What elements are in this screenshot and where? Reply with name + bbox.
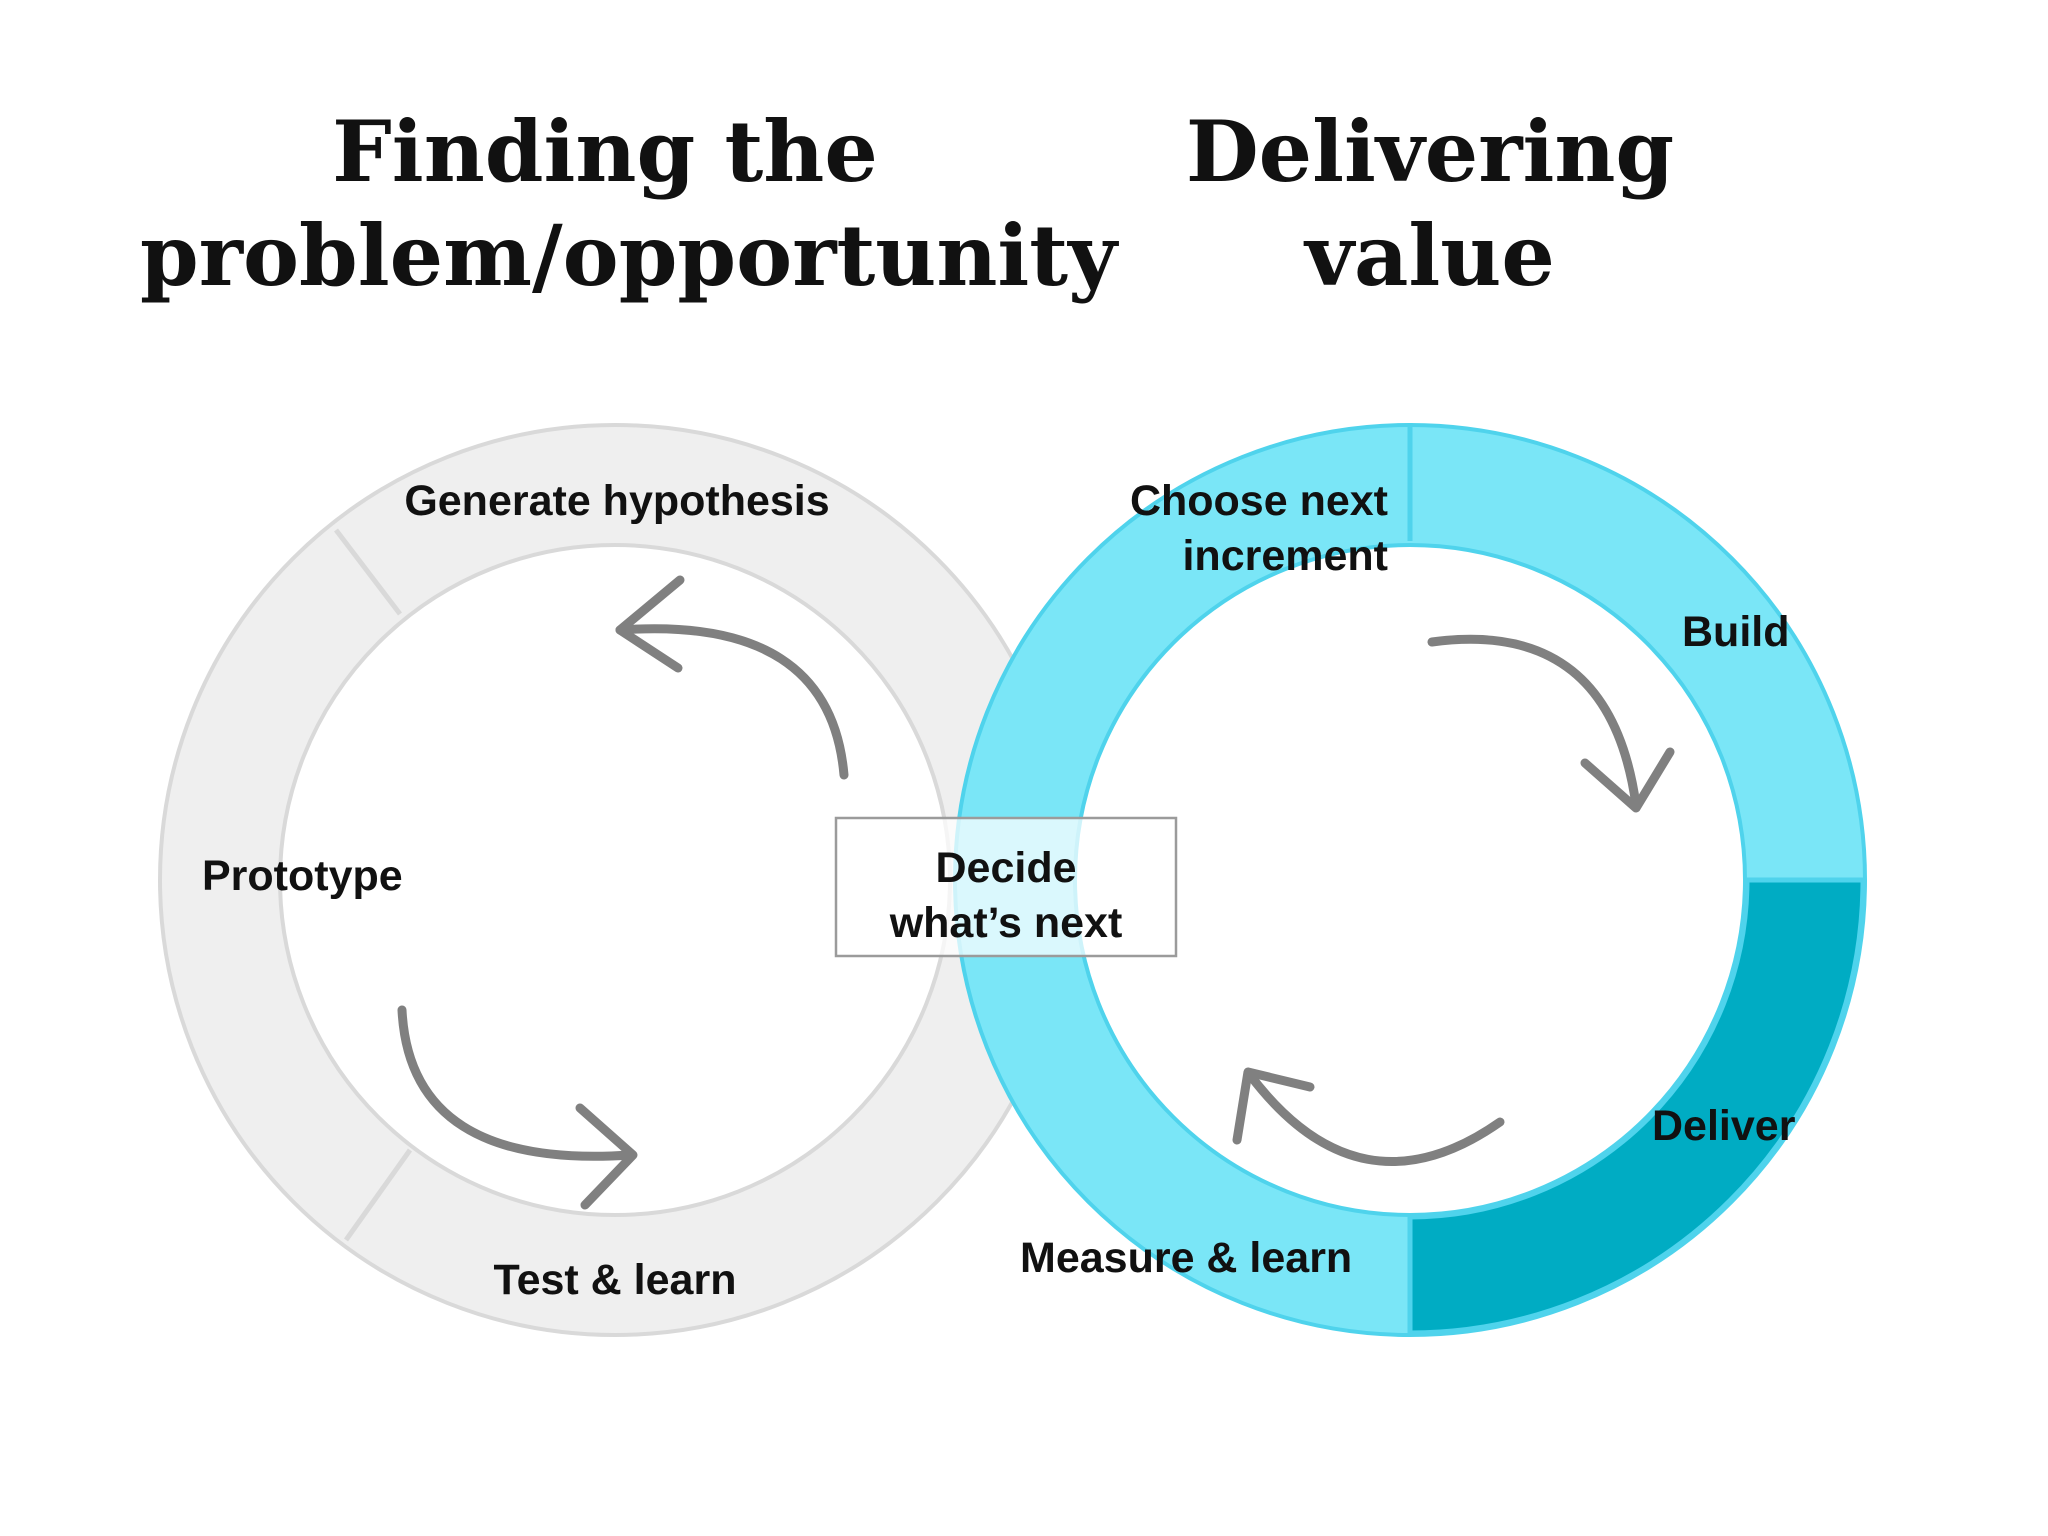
label-measure-learn: Measure & learn <box>1020 1234 1352 1282</box>
label-generate-hypothesis: Generate hypothesis <box>404 477 829 525</box>
decide-label-line-2: what’s next <box>889 899 1123 947</box>
left-ring-divider-bottom <box>343 1148 413 1242</box>
heading-right-line-2: value <box>1305 206 1555 305</box>
curved-arrow-icon <box>1427 634 1675 813</box>
label-build: Build <box>1682 608 1789 656</box>
curved-arrow-icon <box>397 1005 638 1210</box>
heading-right-line-1: Delivering <box>1185 102 1675 201</box>
label-choose-next-line-2: increment <box>1182 532 1388 580</box>
decide-label-line-1: Decide <box>935 844 1076 892</box>
curved-arrow-icon <box>1232 1067 1505 1166</box>
heading-left-line-1: Finding the <box>332 102 878 201</box>
heading-left-line-2: problem/opportunity <box>140 206 1117 305</box>
right-arrows <box>1232 634 1675 1166</box>
heading-right: Delivering value <box>1130 100 1730 308</box>
heading-left: Finding the problem/opportunity <box>140 100 1117 308</box>
label-deliver: Deliver <box>1652 1102 1796 1150</box>
right-ring-deliver-segment <box>1407 877 1866 1336</box>
decide-box: Decide what’s next <box>834 816 1178 958</box>
left-arrows <box>397 575 849 1210</box>
decide-box-frame <box>834 816 1178 958</box>
label-prototype: Prototype <box>202 852 403 900</box>
curved-arrow-icon <box>615 575 849 780</box>
left-ring-divider-top <box>334 528 402 616</box>
label-test-learn: Test & learn <box>494 1256 737 1304</box>
label-choose-next-line-1: Choose next <box>1130 477 1388 525</box>
